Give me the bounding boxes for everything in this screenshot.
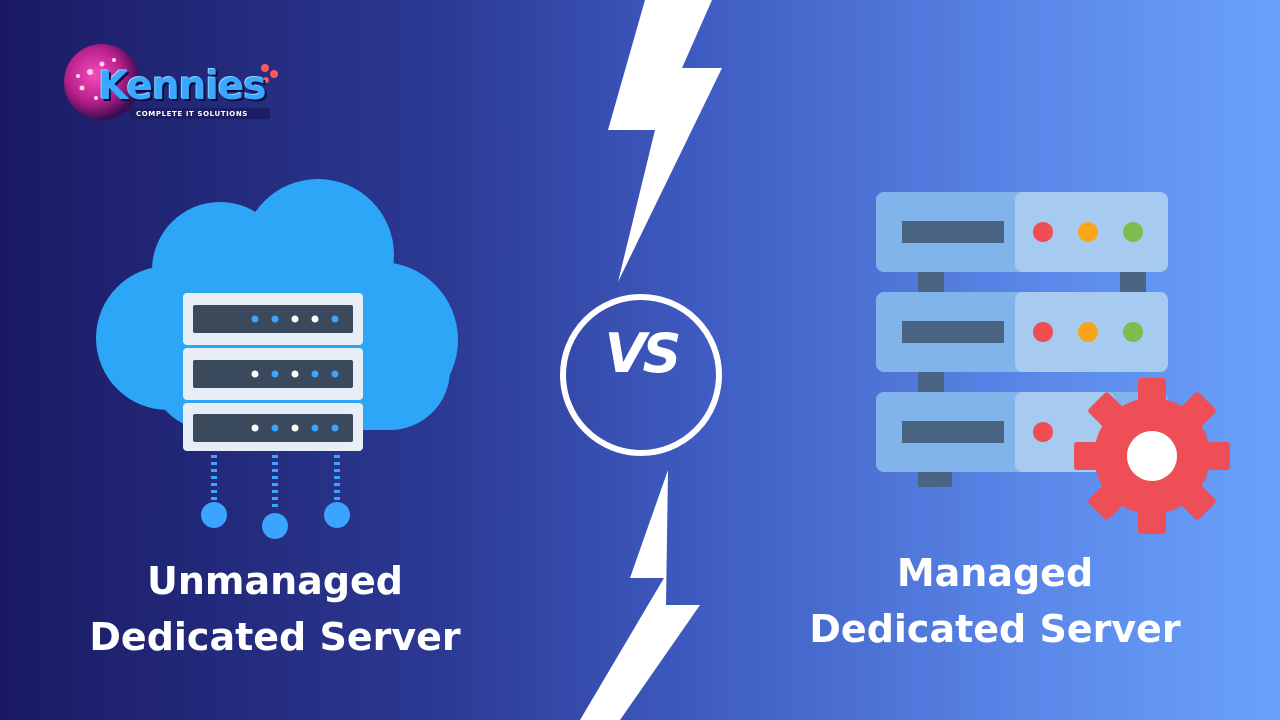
managed-caption-line2: Dedicated Server [809,607,1181,651]
unmanaged-caption: Unmanaged Dedicated Server [60,553,490,665]
managed-caption: Managed Dedicated Server [780,545,1210,657]
network-connectors [211,455,340,510]
gear-icon [1074,378,1230,534]
vs-label: VS [604,322,682,385]
unmanaged-caption-line2: Dedicated Server [89,615,461,659]
brand-name: Kennies [98,64,267,109]
unmanaged-caption-line1: Unmanaged [146,559,404,603]
globe-icon [64,44,278,120]
network-nodes [201,502,350,539]
server-stack [183,293,363,451]
brand-logo: Kennies COMPLETE IT SOLUTIONS [60,38,290,128]
brand-tagline: COMPLETE IT SOLUTIONS [136,110,248,118]
server-rack [876,192,1168,487]
managed-caption-line1: Managed [896,551,1094,595]
